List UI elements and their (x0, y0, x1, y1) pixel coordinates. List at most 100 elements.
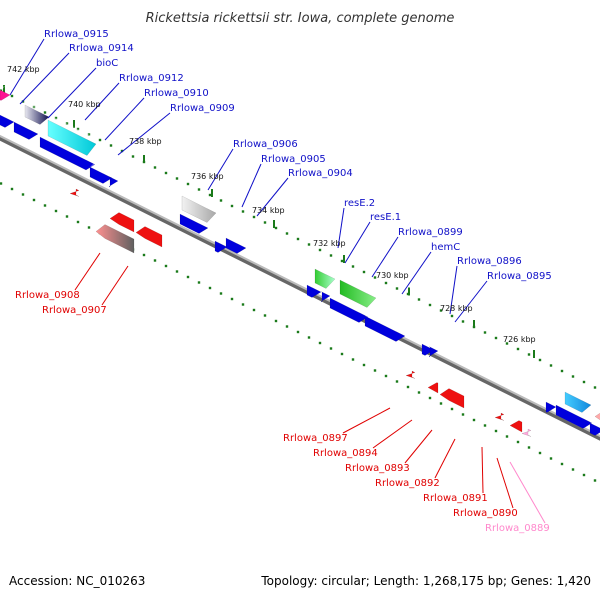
gene-arrow-redgrey (95, 224, 135, 254)
tick-dot (406, 385, 410, 389)
gene-arrow (545, 401, 557, 413)
tick-dot (505, 435, 509, 438)
tick-dot (208, 286, 212, 290)
kbp-tick-label: 732 kbp (313, 239, 346, 248)
tick-dot (164, 171, 168, 175)
leader-line (241, 163, 262, 208)
gene-arrow (555, 404, 593, 429)
tick-dot (417, 298, 421, 301)
gene-arrow-top (14, 118, 33, 130)
gene-arrow-top (226, 234, 241, 244)
gene-arrow-top (590, 419, 599, 426)
tick-dot (494, 429, 498, 433)
tick-dot (318, 341, 322, 345)
topology-text: Topology: circular; Length: 1,268,175 bp… (260, 574, 591, 588)
leader-line (342, 407, 391, 434)
tick-dot (76, 127, 80, 131)
tick-dot (417, 391, 421, 394)
tick-dot (329, 347, 333, 350)
tick-dot (296, 330, 300, 334)
gene-arrow (225, 237, 247, 254)
tick-dot (362, 270, 366, 274)
tick-dot (76, 220, 80, 224)
tick-dot (340, 259, 344, 263)
leader-line (104, 97, 145, 141)
tick-dot (582, 473, 586, 477)
tick-dot (208, 193, 212, 197)
tick-dot (65, 122, 69, 125)
gene-label: resE.2 (344, 198, 375, 209)
gene-arrow-cyan (47, 119, 97, 156)
kbp-tick-label: 734 kbp (252, 206, 285, 215)
tick-dot (439, 402, 443, 405)
tick-dot (285, 325, 289, 328)
tick-dot (274, 226, 278, 230)
tick-dot (21, 193, 25, 196)
tick-dot (351, 358, 355, 361)
gene-label: Rrlowa_0897 (283, 433, 348, 444)
gene-label: Rrlowa_0892 (375, 478, 440, 489)
leader-line (47, 67, 97, 119)
tick-dot (10, 187, 14, 191)
gene-label: Rrlowa_0907 (42, 305, 107, 316)
tick-dot (483, 424, 487, 427)
leader-line (372, 419, 413, 449)
tick-dot (549, 457, 553, 460)
gene-arrow (306, 284, 322, 298)
gene-label: Rrlowa_0894 (313, 448, 378, 459)
accession-text: Accession: NC_010263 (9, 574, 145, 588)
gene-arrow-top (40, 133, 90, 160)
tick-dot (483, 331, 487, 334)
tick-dot (527, 353, 531, 356)
gene-arrow-top (422, 340, 429, 346)
gene-arrow-top (330, 294, 363, 313)
gene-arrow-magenta-top (0, 86, 5, 91)
gene-arrow (108, 176, 119, 188)
kbp-tick-label: 736 kbp (191, 172, 224, 181)
gene-arrow (89, 166, 113, 184)
tick-dot (549, 364, 553, 367)
gene-arrow-sky (564, 391, 592, 413)
gene-arrow-top (180, 210, 203, 224)
tick-dot (263, 314, 267, 317)
kbp-tick-label: 740 kbp (68, 100, 101, 109)
tick-dot (395, 287, 399, 290)
tick-dot (318, 248, 322, 252)
tick-dot (527, 446, 531, 449)
tick-dot (384, 281, 388, 285)
tick-dot (65, 215, 69, 218)
gene-label: Rrlowa_0906 (233, 139, 298, 150)
tick-dot (560, 369, 564, 373)
gene-arrow-top (109, 172, 114, 177)
leader-line (344, 221, 371, 264)
gene-arrow-red-top (110, 204, 138, 220)
tick-dot (450, 314, 454, 318)
tick-dot (87, 226, 91, 229)
gene-arrow-red-top (440, 380, 468, 396)
tick-dot (230, 204, 234, 208)
tick-dot (0, 89, 3, 92)
gene-arrow (421, 343, 435, 356)
tick-dot (340, 352, 344, 356)
leader-line (401, 251, 432, 295)
backbone-line (0, 135, 600, 441)
gene-arrow-red-top (428, 374, 442, 383)
gene-labels: Rrlowa_0915Rrlowa_0914bioCRrlowa_0912Rrl… (15, 29, 552, 534)
gene-arrow-top (321, 287, 326, 292)
tick-dot (362, 363, 366, 367)
tick-dot (54, 116, 58, 120)
gene-arrow-top (307, 281, 316, 288)
gene-arrow (428, 346, 439, 358)
tick-dot (593, 386, 597, 389)
tick-dot (593, 479, 597, 482)
tick-dot (538, 451, 542, 455)
leader-line (509, 461, 546, 524)
gene-arrow-red-top (136, 218, 166, 235)
gene-arrow-red (427, 382, 439, 394)
leader-line (404, 429, 433, 464)
gene-label: Rrlowa_0910 (144, 88, 209, 99)
gene-arrow-top (365, 312, 400, 332)
leader-line (454, 280, 488, 323)
kbp-tick-label: 730 kbp (376, 271, 409, 280)
tick-dot (538, 358, 542, 362)
